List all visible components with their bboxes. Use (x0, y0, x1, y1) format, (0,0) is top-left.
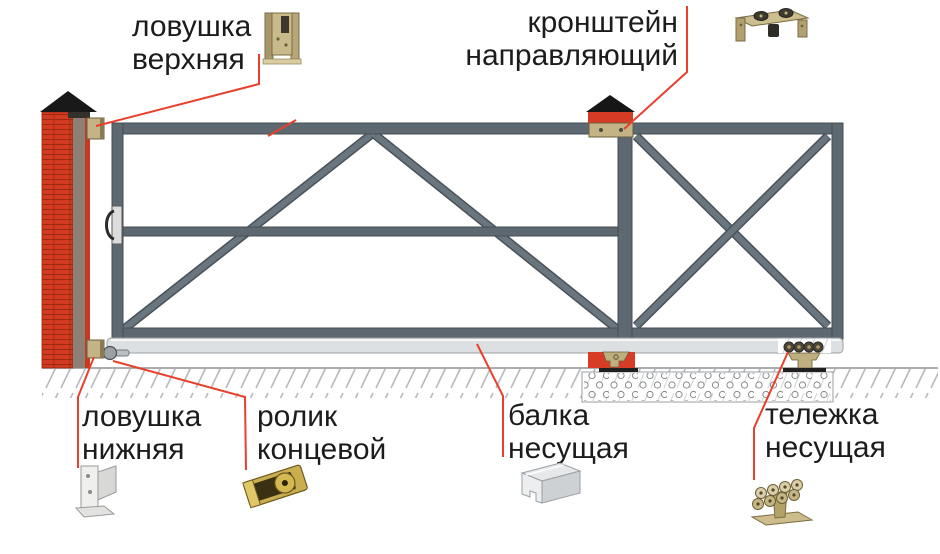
leader-lower-catch (77, 356, 95, 468)
gate-middle-rail (121, 226, 619, 237)
label-upper-catch: ловушка верхняя (132, 10, 251, 76)
label-end-roller: ролик концевой (257, 400, 386, 466)
left-post (40, 91, 97, 369)
lower-catch (86, 339, 105, 359)
leader-upper-catch (95, 54, 260, 127)
label-carrier-trolley-line1: тележка (765, 398, 879, 431)
leader-end-roller (112, 360, 247, 471)
guide-bracket-photo-icon (734, 8, 810, 42)
gate-inner-stile (617, 122, 633, 340)
label-carrier-trolley-line2: несущая (765, 431, 886, 464)
label-upper-catch-line2: верхняя (132, 43, 245, 76)
label-end-roller-line2: концевой (257, 433, 387, 466)
gate-handle (105, 205, 123, 245)
label-carrier-beam-line1: балка (508, 399, 590, 432)
upper-catch-photo-icon (262, 12, 302, 65)
tail-x-braces (632, 132, 832, 330)
label-guide-bracket-line2: направляющий (465, 39, 678, 72)
label-guide-bracket: кронштейн направляющий (465, 6, 678, 72)
carrier-beam-photo-icon (520, 462, 582, 504)
gate-top-rail (111, 122, 844, 135)
gate-right-stile (831, 122, 844, 340)
right-post (586, 95, 635, 125)
guide-bracket (588, 122, 634, 138)
leader-carrier-beam (476, 343, 504, 457)
label-lower-catch-line1: ловушка (82, 400, 202, 433)
end-roller (102, 345, 130, 361)
lower-catch-photo-icon (74, 465, 117, 518)
carrier-trolley-cutaway (778, 337, 831, 372)
label-carrier-beam: балка несущая (508, 399, 629, 465)
gate-frame (111, 122, 844, 340)
carrier-trolley-photo-icon (750, 479, 814, 526)
label-carrier-trolley: тележка несущая (765, 398, 886, 464)
foundation-plate (581, 371, 834, 403)
end-roller-photo-icon (242, 464, 308, 509)
carrier-beam (106, 337, 844, 354)
left-post-side-face (73, 112, 85, 368)
upper-catch (86, 117, 105, 140)
left-post-cap (40, 91, 97, 112)
right-post-cap (586, 95, 635, 112)
leader-lines (77, 6, 789, 480)
leader-carrier-trolley (753, 351, 789, 480)
label-guide-bracket-line1: кронштейн (527, 6, 678, 39)
label-carrier-beam-line2: несущая (508, 432, 629, 465)
label-end-roller-line1: ролик (257, 400, 338, 433)
left-post-brick-face (41, 111, 74, 369)
front-trolley (588, 351, 638, 372)
label-lower-catch-line2: нижняя (82, 433, 185, 466)
label-upper-catch-line1: ловушка (132, 10, 252, 43)
right-post-body (588, 112, 633, 125)
label-lower-catch: ловушка нижняя (82, 400, 201, 466)
handle-grip (105, 209, 115, 241)
gate-bottom-rail (111, 327, 844, 340)
leader-top-rail-mark (267, 119, 297, 137)
leader-guide-bracket (623, 6, 688, 130)
left-post-edge (85, 112, 90, 368)
trolley-rollers (783, 341, 824, 353)
